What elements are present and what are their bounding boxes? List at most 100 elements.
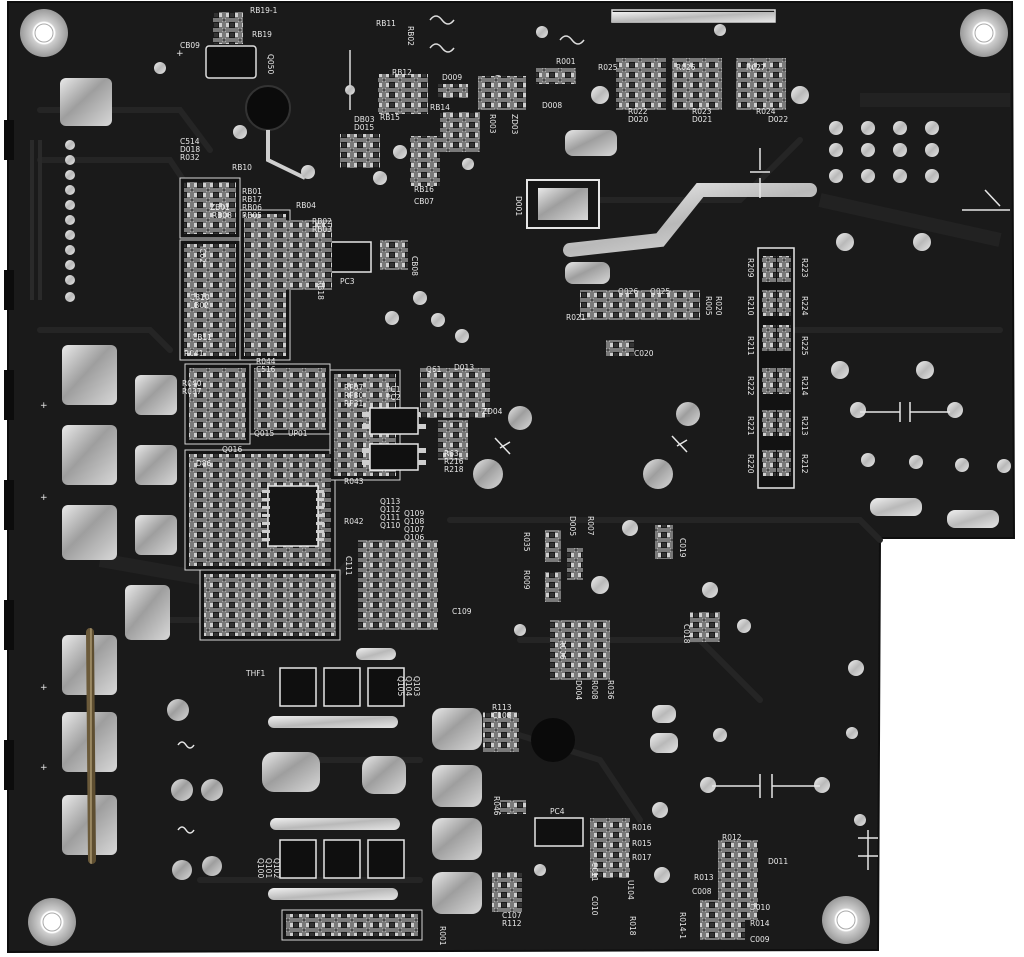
label-q104: Q104 xyxy=(404,676,413,696)
label-pc4: PC4 xyxy=(550,807,565,816)
label-r112: R112 xyxy=(502,919,522,928)
label-q110: Q110 xyxy=(380,521,400,530)
label-rb17: RB17 xyxy=(242,195,262,204)
label-zd03: ZD03 xyxy=(510,114,519,135)
label-c010: C010 xyxy=(590,896,599,916)
label-q108: Q108 xyxy=(404,517,424,526)
label-r032: R032 xyxy=(180,153,200,162)
label-c018: C018 xyxy=(682,624,691,644)
label-cb11: CB11 xyxy=(192,333,212,342)
label-rb12: RB12 xyxy=(392,68,412,77)
label-q109: Q109 xyxy=(404,509,424,518)
label-rb06: RB06 xyxy=(242,203,262,212)
label-r009: R009 xyxy=(522,570,531,590)
label-q112: Q112 xyxy=(380,505,400,514)
label-r017: R017 xyxy=(632,853,652,862)
smd-resistor-array xyxy=(184,182,396,636)
label-c019: C019 xyxy=(678,538,687,558)
mounting-hole-top-left xyxy=(20,9,68,57)
header-pin-column xyxy=(65,140,75,302)
label-rb05: RB05 xyxy=(242,211,262,220)
mounting-hole-bottom-right xyxy=(822,896,870,944)
label-rb14: RB14 xyxy=(430,103,450,112)
label-r222: R222 xyxy=(746,376,755,396)
label-r027: R027 xyxy=(746,63,766,72)
label-r025: R025 xyxy=(598,63,618,72)
label-thf1: THF1 xyxy=(245,669,266,678)
label-r212: R212 xyxy=(800,454,809,474)
label-d020: D020 xyxy=(628,115,648,124)
label-r001b: R001 xyxy=(438,926,447,946)
svg-text:+: + xyxy=(176,49,184,59)
label-rb19-1: RB19-1 xyxy=(250,6,278,15)
label-r63: R63 xyxy=(444,449,459,458)
label-r001: R001 xyxy=(556,57,576,66)
label-r005: R005 xyxy=(704,296,713,316)
label-r006: R006 xyxy=(558,640,567,660)
label-r040: R040 xyxy=(182,379,202,388)
label-r014-1: R014-1 xyxy=(678,912,687,939)
label-db03: DB03 xyxy=(354,115,375,124)
label-lb02: LB02 xyxy=(190,301,209,310)
label-up01: UP01 xyxy=(288,429,308,438)
label-rb08: RB08 xyxy=(212,211,232,220)
label-d015: D015 xyxy=(354,123,374,132)
label-q016: Q016 xyxy=(222,445,242,454)
optocoupler-PC4 xyxy=(534,817,584,847)
label-d86: D86 xyxy=(196,459,212,468)
edge-tabs xyxy=(4,120,14,790)
label-r016: R016 xyxy=(632,823,652,832)
svg-text:+: + xyxy=(40,401,48,411)
label-rb16: RB16 xyxy=(414,185,434,194)
polarity-marks: + + + + + xyxy=(40,49,184,773)
label-r041: R041 xyxy=(184,349,204,358)
label-r211: R211 xyxy=(746,336,755,356)
svg-text:+: + xyxy=(40,683,48,693)
label-r013: R013 xyxy=(694,873,714,882)
label-rb19: RB19 xyxy=(252,30,272,39)
label-pc2: PC2 xyxy=(386,393,401,402)
label-r003: R003 xyxy=(488,114,497,134)
label-q015: Q015 xyxy=(254,429,274,438)
label-r021: R021 xyxy=(566,313,586,322)
label-r213: R213 xyxy=(800,416,809,436)
label-r026: R026 xyxy=(676,63,696,72)
label-q101: Q101 xyxy=(264,858,273,878)
label-d022: D022 xyxy=(768,115,788,124)
label-d013: D013 xyxy=(454,363,474,372)
label-r223: R223 xyxy=(800,258,809,278)
label-c109: C109 xyxy=(452,607,472,616)
label-rb03: RB03 xyxy=(312,225,332,234)
label-r113: R113 xyxy=(492,703,512,712)
label-r216: R216 xyxy=(444,457,464,466)
label-r046: R046 xyxy=(492,796,501,816)
mounting-hole-top-right xyxy=(960,9,1008,57)
label-c111: C111 xyxy=(344,556,353,576)
label-rb11: RB11 xyxy=(376,19,396,28)
label-c514: C514 xyxy=(180,137,200,146)
label-cb09: CB09 xyxy=(180,41,200,50)
label-q100: Q100 xyxy=(256,858,265,878)
label-c020: C020 xyxy=(634,349,654,358)
label-rb10: RB10 xyxy=(232,163,252,172)
label-rb02b: RB02 xyxy=(312,217,332,226)
label-c810: C810 xyxy=(190,293,210,302)
label-r007: R007 xyxy=(586,516,595,536)
label-r037: R037 xyxy=(182,387,202,396)
svg-text:+: + xyxy=(40,493,48,503)
mosfet-row-upper xyxy=(268,648,405,728)
label-pc3: PC3 xyxy=(340,277,355,286)
label-r023: R023 xyxy=(692,107,712,116)
label-r043: R043 xyxy=(344,477,364,486)
wire-leads xyxy=(82,70,159,864)
silkscreen-symbols xyxy=(177,148,1010,870)
high-current-trace xyxy=(563,183,817,257)
label-q050: Q050 xyxy=(266,54,275,74)
screw-pad-2 xyxy=(676,402,700,426)
label-c107: C107 xyxy=(502,911,522,920)
electrolytic-cap-body xyxy=(245,85,291,131)
label-r210: R210 xyxy=(746,296,755,316)
label-cb07: CB07 xyxy=(414,197,434,206)
label-r020: R020 xyxy=(714,296,723,316)
board-hole-center xyxy=(531,718,575,762)
